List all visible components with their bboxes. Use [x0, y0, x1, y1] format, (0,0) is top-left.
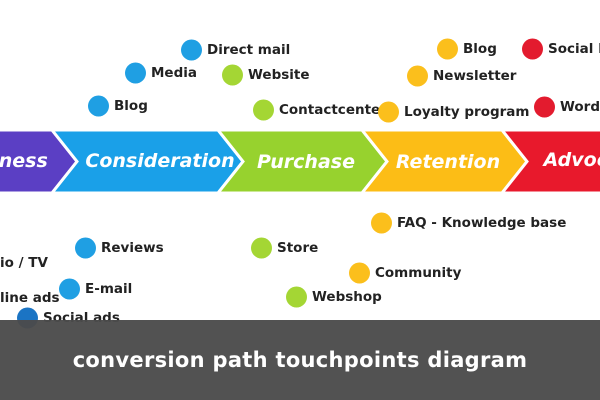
stage-label-retention: Retention	[395, 151, 501, 173]
touchpoint-label: Loyalty program	[404, 104, 530, 120]
touchpoint-label: Direct mail	[207, 42, 291, 58]
stage-label-consideration: Consideration	[85, 150, 235, 172]
touchpoint-dot	[371, 212, 392, 234]
touchpoint-label: FAQ - Knowledge base	[397, 215, 567, 231]
touchpoint-label: Newsletter	[433, 68, 517, 84]
caption-bar: conversion path touchpoints diagram	[0, 320, 600, 400]
stage-label-purchase: Purchase	[257, 151, 355, 173]
touchpoint-dot	[222, 64, 243, 86]
touchpoint-dot	[59, 278, 80, 300]
touchpoint-dot	[437, 38, 458, 60]
touchpoint-label: Contactcenter	[279, 102, 387, 118]
touchpoint-dot	[181, 39, 202, 61]
touchpoint-label: Website	[248, 67, 310, 83]
touchpoint-dot	[378, 101, 399, 123]
touchpoint-dot	[407, 65, 428, 87]
touchpoint-label: Blog	[463, 41, 497, 57]
stage-arrow-advocacy	[498, 128, 600, 195]
caption-text: conversion path touchpoints diagram	[72, 348, 528, 372]
touchpoint-label: io / TV	[0, 255, 48, 271]
touchpoint-dot	[125, 62, 146, 84]
touchpoint-label: Media	[151, 65, 197, 81]
touchpoint-dot	[286, 286, 307, 308]
touchpoint-label: Community	[375, 265, 462, 281]
touchpoint-dot	[253, 99, 274, 121]
touchpoint-label: Word-	[560, 99, 600, 115]
touchpoint-label: Social M	[548, 41, 600, 57]
touchpoint-dot	[251, 237, 272, 259]
touchpoint-label: Webshop	[312, 289, 382, 305]
touchpoint-label: Blog	[114, 98, 148, 114]
stage-label-awareness: Awareness	[0, 150, 48, 172]
touchpoint-dot	[88, 95, 109, 117]
touchpoint-label: line ads	[0, 290, 60, 306]
touchpoint-dot	[522, 38, 543, 60]
touchpoint-dot	[75, 237, 96, 259]
touchpoint-label: E-mail	[85, 281, 133, 297]
touchpoint-label: Store	[277, 240, 319, 256]
stage-label-advocacy: Advocacy	[543, 149, 600, 171]
touchpoint-dot	[349, 262, 370, 284]
touchpoint-dot	[534, 96, 555, 118]
touchpoint-label: Reviews	[101, 240, 164, 256]
